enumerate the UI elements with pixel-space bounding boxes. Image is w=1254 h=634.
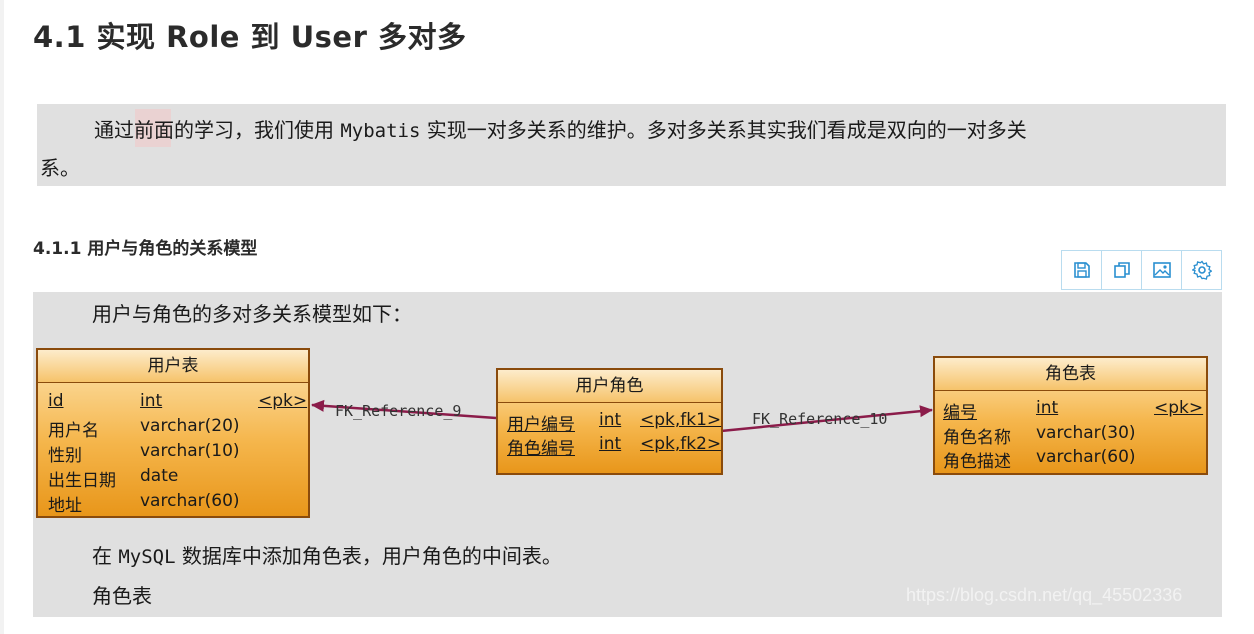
- field-name: 编号: [943, 403, 977, 423]
- field-name: 角色编号: [507, 439, 575, 459]
- field-type: int: [599, 410, 622, 430]
- field-type: varchar(20): [140, 416, 240, 436]
- fk-line-role: [720, 405, 933, 433]
- field-type: int: [140, 391, 163, 411]
- left-rule: [0, 0, 4, 634]
- save-icon: [1073, 262, 1090, 278]
- field-key: <pk,fk2>: [640, 434, 722, 454]
- field-type: int: [1036, 398, 1059, 418]
- field-type: int: [599, 434, 622, 454]
- field-type: varchar(30): [1036, 423, 1136, 443]
- entity-user-role-table[interactable]: 用户角色 用户编号 int <pk,fk1> 角色编号 int <pk,fk2>: [496, 368, 723, 475]
- entity-title: 用户表: [38, 350, 308, 383]
- entity-title: 用户角色: [498, 370, 721, 403]
- code-toolbar: [1061, 250, 1222, 290]
- intro-line-1: 通过前面的学习，我们使用 Mybatis 实现一对多关系的维护。多对多关系其实我…: [94, 118, 1027, 142]
- role-table-caption: 角色表: [92, 584, 152, 608]
- field-key: <pk>: [258, 391, 308, 411]
- field-type: date: [140, 466, 179, 486]
- fk-label-left: FK_Reference_9: [335, 402, 462, 420]
- field-type: varchar(10): [140, 441, 240, 461]
- entity-role-table[interactable]: 角色表 编号 int <pk> 角色名称 varchar(30) 角色描述 va…: [933, 356, 1208, 475]
- image-icon: [1152, 262, 1171, 278]
- settings-icon: [1191, 260, 1212, 280]
- save-button[interactable]: [1062, 251, 1102, 289]
- bottom-paragraph: 在 MySQL 数据库中添加角色表，用户角色的中间表。: [92, 544, 562, 568]
- field-name: id: [48, 391, 64, 411]
- settings-button[interactable]: [1182, 251, 1221, 289]
- intro-line-2: 系。: [40, 156, 80, 180]
- copy-icon: [1113, 262, 1130, 278]
- field-key: <pk,fk1>: [640, 410, 722, 430]
- field-name: 用户编号: [507, 415, 575, 435]
- copy-button[interactable]: [1102, 251, 1142, 289]
- subsection-heading: 4.1.1 用户与角色的关系模型: [33, 239, 258, 259]
- entity-user-table[interactable]: 用户表 id int <pk> 用户名 varchar(20) 性别 varch…: [36, 348, 310, 518]
- model-caption: 用户与角色的多对多关系模型如下：: [92, 302, 412, 326]
- field-name: 性别: [48, 446, 82, 466]
- watermark: https://blog.csdn.net/qq_45502336: [906, 585, 1183, 605]
- field-name: 角色描述: [943, 452, 1011, 472]
- image-button[interactable]: [1142, 251, 1182, 289]
- field-name: 出生日期: [48, 471, 116, 491]
- field-name: 地址: [48, 496, 82, 516]
- fk-line-user: [311, 399, 497, 420]
- intro-block: 通过前面的学习，我们使用 Mybatis 实现一对多关系的维护。多对多关系其实我…: [37, 104, 1226, 186]
- field-key: <pk>: [1154, 398, 1204, 418]
- text-highlight: [135, 109, 171, 147]
- field-name: 用户名: [48, 421, 99, 441]
- field-name: 角色名称: [943, 428, 1011, 448]
- field-type: varchar(60): [1036, 447, 1136, 467]
- fk-label-right: FK_Reference_10: [752, 410, 888, 428]
- entity-title: 角色表: [935, 358, 1206, 391]
- field-type: varchar(60): [140, 491, 240, 511]
- section-heading: 4.1 实现 Role 到 User 多对多: [33, 20, 467, 54]
